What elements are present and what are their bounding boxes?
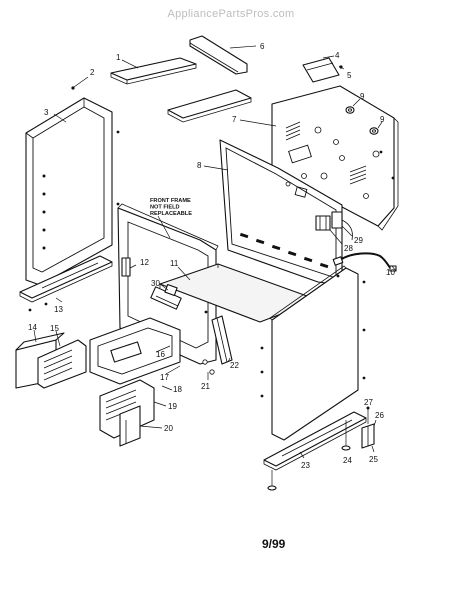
svg-text:16: 16 [156,350,165,359]
svg-text:21: 21 [201,382,210,391]
part-13-left-base-rail [19,255,113,312]
svg-text:26: 26 [375,411,384,420]
callout-11: 11 [170,259,191,281]
note-line-1: FRONT FRAME [150,198,191,204]
svg-text:10: 10 [386,268,395,277]
svg-text:15: 15 [50,324,59,333]
note-line-3: REPLACEABLE [150,211,192,217]
part-27-screw [366,406,370,424]
svg-text:27: 27 [364,398,373,407]
callout-13: 13 [54,297,63,314]
callout-22: 22 [227,357,239,370]
svg-text:28: 28 [344,244,353,253]
callout-8: 8 [197,161,229,171]
part-2-screw [71,76,89,90]
callout-18: 18 [161,385,182,394]
callout-12: 12 [129,258,149,269]
part-9-grommet-upper [345,106,355,114]
callout-26: 26 [373,411,384,427]
svg-text:17: 17 [160,373,169,382]
part-5-screw [338,65,345,70]
callout-4: 4 [322,51,340,60]
svg-text:20: 20 [164,424,173,433]
callout-2: 2 [90,68,95,77]
part-1-top-panel [110,57,197,85]
part-9-grommet-lower [369,127,379,135]
callout-15: 15 [50,324,61,347]
callout-29: 29 [341,225,363,245]
part-10-power-cord [332,252,397,272]
part-15-vent-panel [37,339,87,389]
callout-6: 6 [229,42,265,51]
callout-9a: 9 [352,92,365,107]
part-3-left-side-panel [25,97,120,286]
center-tray-panel [167,89,252,123]
svg-text:24: 24 [343,456,352,465]
right-side-panel [260,265,366,441]
svg-text:1: 1 [116,53,121,62]
svg-text:19: 19 [168,402,177,411]
part-28-bracket [315,215,331,231]
callout-7: 7 [232,115,277,127]
date-code: 9/99 [262,537,286,551]
svg-text:23: 23 [301,461,310,470]
part-4-plate [302,57,340,83]
callout-25: 25 [369,445,378,464]
callout-5: 5 [347,71,352,80]
callout-17: 17 [160,365,181,382]
part-16-lower-front [89,317,181,385]
callout-19: 19 [153,401,177,411]
callout-27: 27 [364,398,373,407]
svg-text:2: 2 [90,68,95,77]
callout-28: 28 [329,229,353,253]
svg-text:25: 25 [369,455,378,464]
svg-text:4: 4 [335,51,340,60]
svg-text:6: 6 [260,42,265,51]
svg-text:7: 7 [232,115,237,124]
svg-text:14: 14 [28,323,37,332]
svg-text:3: 3 [44,108,49,117]
part-29-connector [331,211,353,241]
svg-text:5: 5 [347,71,352,80]
callout-9b: 9 [377,115,385,129]
callout-20: 20 [139,424,173,433]
callout-24: 24 [343,456,352,465]
callout-23: 23 [299,451,310,470]
svg-text:8: 8 [197,161,202,170]
note-line-2: NOT FIELD [150,205,180,211]
svg-text:29: 29 [354,236,363,245]
svg-text:30: 30 [151,279,160,288]
part-6-brace [189,35,248,75]
svg-text:9: 9 [360,92,365,101]
part-26-anti-tip-bracket [361,423,375,449]
part-23-base-rail [263,411,367,491]
svg-text:13: 13 [54,305,63,314]
part-21-screws [202,359,215,375]
svg-text:18: 18 [173,385,182,394]
callout-30: 30 [151,279,169,291]
callout-3: 3 [44,108,67,123]
callout-1: 1 [116,53,139,69]
front-frame-note: FRONT FRAME NOT FIELD REPLACEABLE [150,198,192,239]
callout-16: 16 [155,345,171,359]
svg-text:22: 22 [230,361,239,370]
callout-14: 14 [28,323,37,343]
svg-text:9: 9 [380,115,385,124]
part-20-bracket [119,405,141,447]
callout-21: 21 [201,372,210,391]
svg-text:11: 11 [170,259,179,268]
part-22-vertical-rail [211,315,233,365]
watermark: AppliancePartsPros.com [167,8,294,20]
svg-text:12: 12 [140,258,149,267]
callout-10: 10 [386,265,397,277]
part-24-leveling-leg [341,420,351,451]
